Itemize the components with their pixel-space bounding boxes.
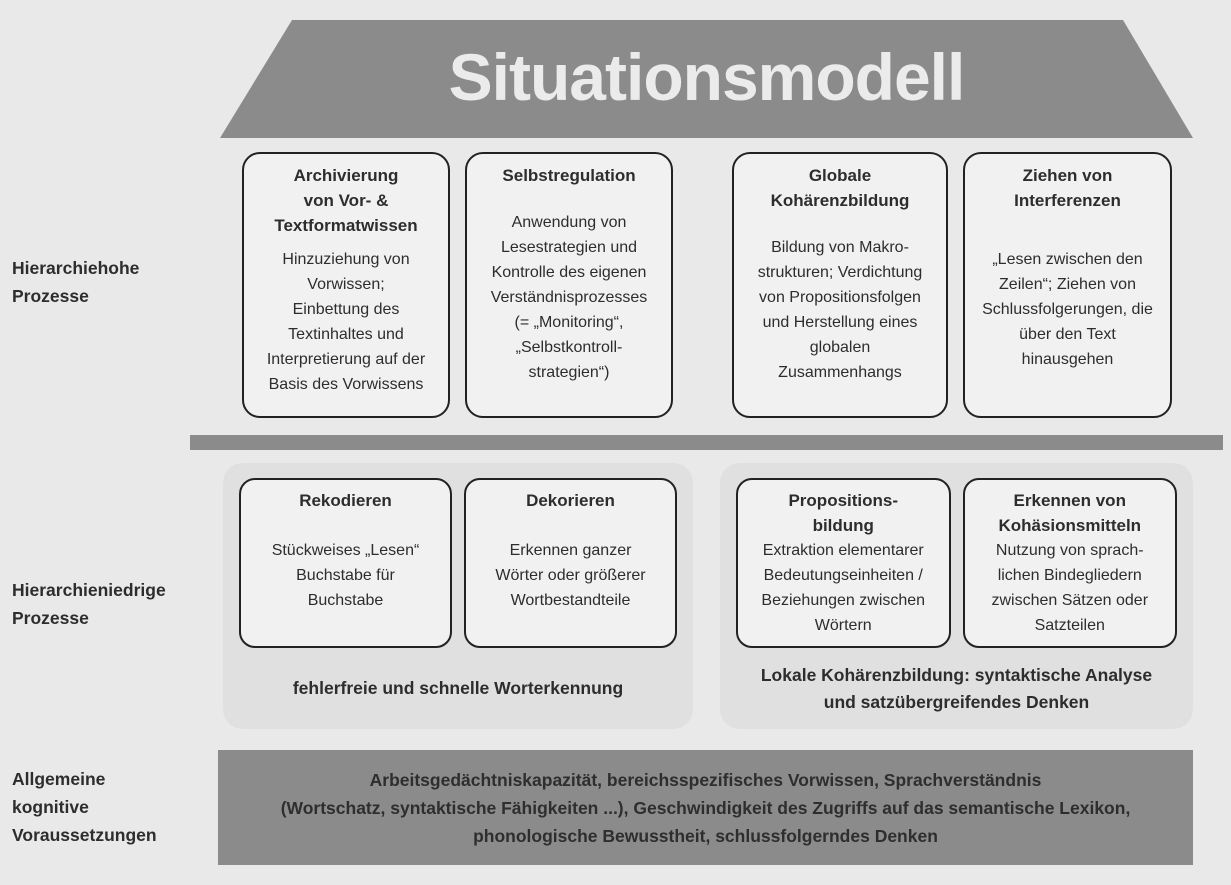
- group-box-row: Propositions- bildung Extraktion element…: [736, 478, 1177, 648]
- box-rekodieren: Rekodieren Stückweises „Lesen“ Buchstabe…: [239, 478, 452, 648]
- box-title: Ziehen von Interferenzen: [1014, 166, 1121, 210]
- box-globale-kohaerenzbildung: Globale Kohärenzbildung Bildung von Makr…: [732, 152, 948, 418]
- box-body-wrap: Bildung von Makro- strukturen; Verdichtu…: [740, 213, 940, 406]
- base-requirements-text: Arbeitsgedächtniskapazität, bereichsspez…: [280, 769, 1131, 846]
- box-body: „Lesen zwischen den Zeilen“; Ziehen von …: [982, 251, 1153, 368]
- box-body: Bildung von Makro- strukturen; Verdichtu…: [757, 238, 923, 381]
- box-title: Propositions- bildung: [788, 491, 899, 535]
- box-archivierung: Archivierung von Vor- & Textformatwissen…: [242, 152, 450, 418]
- box-body: Hinzuziehung von Vorwissen; Einbettung d…: [266, 251, 426, 393]
- box-body: Erkennen ganzer Wörter oder größerer Wor…: [495, 542, 646, 609]
- label-allgemeine-kognitive-voraussetzungen: Allgemeine kognitive Voraussetzungen: [12, 769, 157, 845]
- caption-lokale-kohaerenzbildung: Lokale Kohärenzbildung: syntaktische Ana…: [760, 664, 1153, 712]
- box-title: Archivierung von Vor- & Textformatwissen: [274, 166, 418, 235]
- box-title: Erkennen von Kohäsionsmitteln: [998, 491, 1142, 535]
- box-dekorieren: Dekorieren Erkennen ganzer Wörter oder g…: [464, 478, 677, 648]
- diagram-title: Situationsmodell: [448, 40, 966, 114]
- box-body: Anwendung von Lesestrategien und Kontrol…: [490, 213, 648, 381]
- box-title: Globale Kohärenzbildung: [770, 166, 910, 210]
- box-body-wrap: Anwendung von Lesestrategien und Kontrol…: [473, 188, 665, 406]
- group-worterkennung: Rekodieren Stückweises „Lesen“ Buchstabe…: [223, 463, 693, 729]
- box-erkennen-von-kohaesionsmitteln: Erkennen von Kohäsionsmitteln Nutzung vo…: [962, 478, 1177, 648]
- box-body-wrap: Nutzung von sprach- lichen Bindegliedern…: [969, 538, 1172, 638]
- box-title: Dekorieren: [526, 491, 615, 510]
- base-requirements-bar: Arbeitsgedächtniskapazität, bereichsspez…: [218, 750, 1193, 865]
- box-body-wrap: Stückweises „Lesen“ Buchstabe für Buchst…: [245, 513, 446, 638]
- box-body: Nutzung von sprach- lichen Bindegliedern…: [991, 542, 1149, 634]
- box-selbstregulation: Selbstregulation Anwendung von Lesestrat…: [465, 152, 673, 418]
- label-hierarchiehohe-prozesse: Hierarchiehohe Prozesse: [12, 258, 140, 306]
- group-lokale-kohaerenzbildung: Propositions- bildung Extraktion element…: [720, 463, 1193, 729]
- box-body: Stückweises „Lesen“ Buchstabe für Buchst…: [271, 542, 420, 609]
- situationsmodell-banner: Situationsmodell: [220, 20, 1193, 138]
- box-title: Rekodieren: [299, 491, 392, 510]
- box-body-wrap: Extraktion elementarer Bedeutungseinheit…: [742, 538, 945, 638]
- box-body-wrap: „Lesen zwischen den Zeilen“; Ziehen von …: [971, 213, 1164, 406]
- caption-worterkennung: fehlerfreie und schnelle Worterkennung: [292, 678, 624, 698]
- group-box-row: Rekodieren Stückweises „Lesen“ Buchstabe…: [239, 478, 677, 648]
- box-title: Selbstregulation: [502, 166, 636, 185]
- box-ziehen-von-interferenzen: Ziehen von Interferenzen „Lesen zwischen…: [963, 152, 1172, 418]
- label-hierarchieniedrige-prozesse: Hierarchieniedrige Prozesse: [12, 580, 166, 628]
- box-propositionsbildung: Propositions- bildung Extraktion element…: [736, 478, 951, 648]
- box-body-wrap: Erkennen ganzer Wörter oder größerer Wor…: [470, 513, 671, 638]
- box-body-wrap: Hinzuziehung von Vorwissen; Einbettung d…: [250, 238, 442, 406]
- section-divider-bar: [190, 435, 1223, 450]
- box-body: Extraktion elementarer Bedeutungseinheit…: [761, 542, 926, 634]
